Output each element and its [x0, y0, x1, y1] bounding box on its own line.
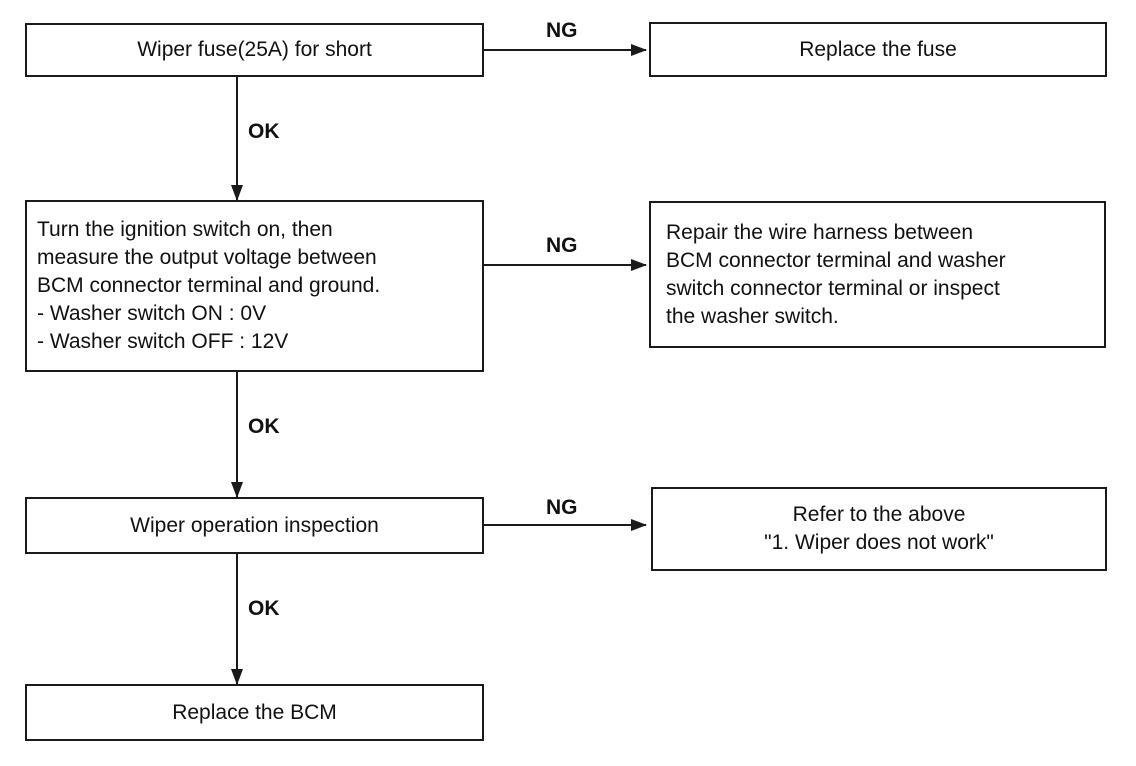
fuse-check-box: Wiper fuse(25A) for short — [25, 23, 484, 77]
repair-harness-line-4: the washer switch. — [666, 304, 839, 328]
replace-fuse-box: Replace the fuse — [649, 22, 1107, 77]
refer-above-line-1: Refer to the above — [792, 503, 966, 526]
voltage-check-box: Turn the ignition switch on, then measur… — [25, 200, 484, 372]
repair-harness-box: Repair the wire harness between BCM conn… — [649, 201, 1106, 348]
voltage-check-line-2: measure the output voltage between — [37, 246, 377, 269]
voltage-check-line-5: - Washer switch OFF : 12V — [37, 330, 289, 353]
voltage-check-line-3: BCM connector terminal and ground. — [37, 274, 381, 297]
fuse-check-text: Wiper fuse(25A) for short — [137, 38, 372, 61]
edge-label-fuse-ok: OK — [248, 120, 280, 143]
wiper-inspection-box: Wiper operation inspection — [25, 497, 484, 554]
replace-fuse-text: Replace the fuse — [799, 37, 957, 61]
wiper-inspection-text: Wiper operation inspection — [130, 513, 379, 537]
replace-bcm-box: Replace the BCM — [25, 684, 484, 741]
repair-harness-line-3: switch connector terminal or inspect — [666, 276, 1000, 300]
edge-label-inspection-ng: NG — [546, 496, 578, 519]
repair-harness-line-2: BCM connector terminal and washer — [666, 248, 1006, 272]
edge-label-voltage-ok: OK — [248, 415, 280, 438]
refer-above-line-2: "1. Wiper does not work" — [764, 531, 994, 554]
voltage-check-line-1: Turn the ignition switch on, then — [37, 218, 333, 241]
repair-harness-line-1: Repair the wire harness between — [666, 220, 974, 244]
edge-label-voltage-ng: NG — [546, 234, 578, 257]
refer-above-box: Refer to the above "1. Wiper does not wo… — [651, 487, 1107, 571]
replace-bcm-text: Replace the BCM — [172, 700, 337, 724]
voltage-check-line-4: - Washer switch ON : 0V — [37, 302, 267, 325]
edge-label-inspection-ok: OK — [248, 597, 280, 620]
edge-label-fuse-ng: NG — [546, 19, 578, 42]
